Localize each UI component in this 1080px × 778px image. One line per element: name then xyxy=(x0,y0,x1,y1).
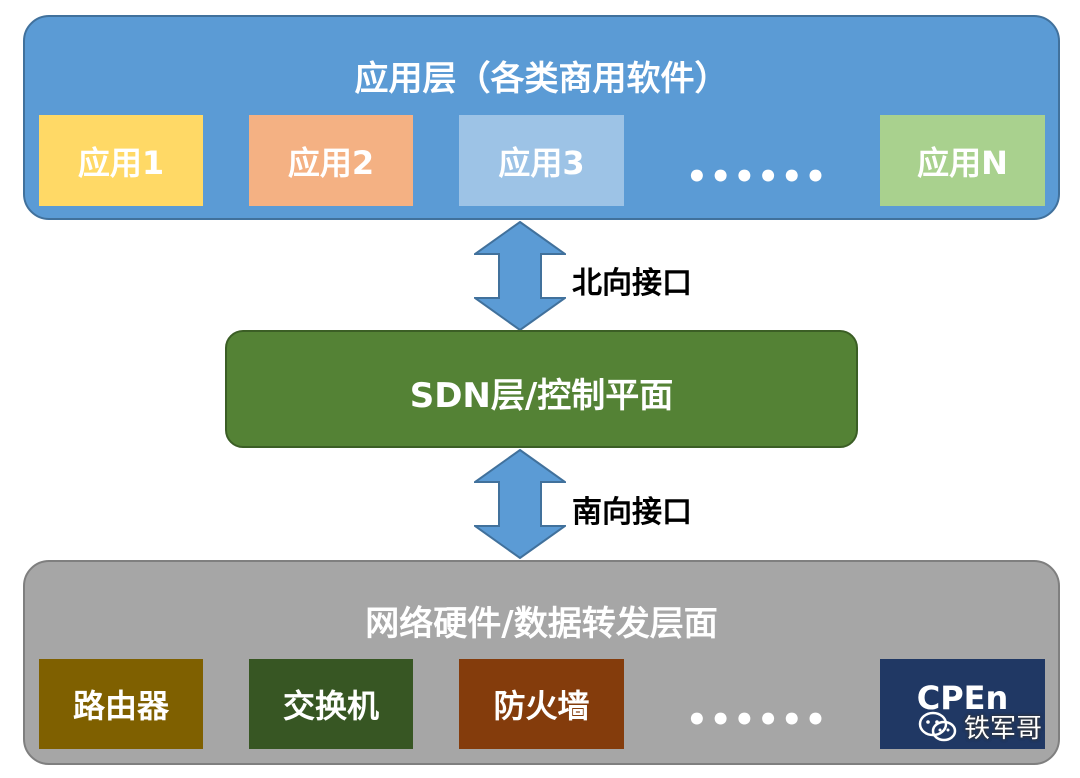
switch-box: 交换机 xyxy=(249,659,413,749)
app-box-2: 应用2 xyxy=(249,115,413,206)
northbound-arrow xyxy=(474,221,566,331)
app-box-1: 应用1 xyxy=(39,115,203,206)
northbound-interface-label: 北向接口 xyxy=(572,266,692,301)
wechat-icon xyxy=(918,711,957,741)
hardware-ellipsis: •••••• xyxy=(686,700,829,740)
firewall-box: 防火墙 xyxy=(459,659,624,749)
hardware-layer-title: 网络硬件/数据转发层面 xyxy=(365,604,718,644)
southbound-interface-label: 南向接口 xyxy=(572,495,692,530)
watermark-text: 铁军哥 xyxy=(964,714,1043,744)
watermark: 铁军哥 xyxy=(918,708,1042,745)
router-box: 路由器 xyxy=(39,659,203,749)
sdn-layer-title: SDN层/控制平面 xyxy=(409,376,674,416)
application-layer-title: 应用层（各类商用软件） xyxy=(354,59,729,99)
app-box-3: 应用3 xyxy=(459,115,624,206)
app-ellipsis: •••••• xyxy=(686,157,829,197)
app-box-n: 应用N xyxy=(880,115,1045,206)
southbound-arrow xyxy=(474,449,566,559)
sdn-control-layer: SDN层/控制平面 xyxy=(225,330,858,448)
cpe-box: CPEn xyxy=(880,659,1045,749)
